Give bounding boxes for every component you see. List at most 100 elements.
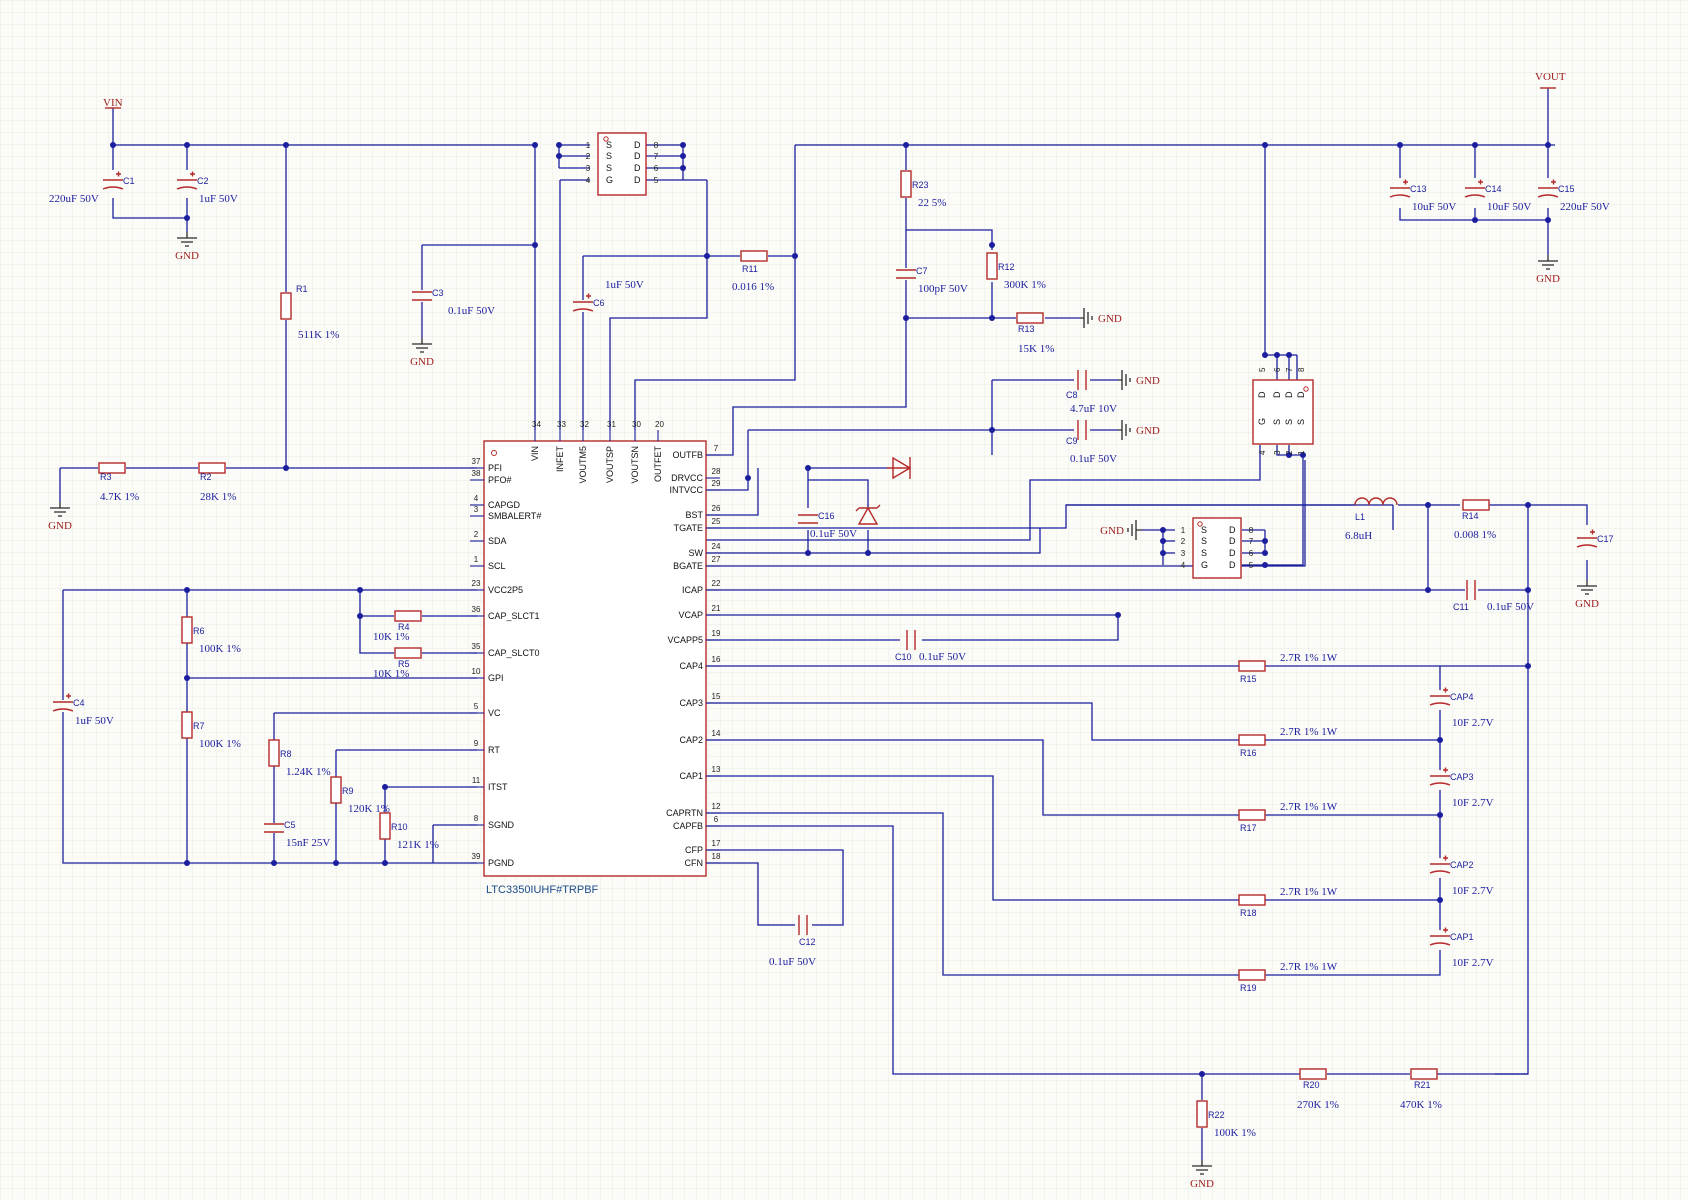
capacitor-c3[interactable]: C30.1uF 50V: [412, 288, 495, 317]
pin-name: S: [606, 151, 612, 161]
pin-name: CAP4: [679, 661, 703, 671]
pin-number: 3: [586, 164, 591, 173]
pin-number: 2: [474, 530, 479, 539]
zener-diode[interactable]: [855, 504, 881, 525]
pin-name: D: [1229, 548, 1236, 558]
resistor-value: 100K 1%: [199, 738, 241, 750]
pin-number: 15: [712, 692, 721, 701]
resistor-value: 4.7K 1%: [100, 491, 139, 503]
capacitor-c17[interactable]: C17: [1576, 529, 1614, 548]
resistor-ref: R9: [342, 786, 354, 796]
resistor-ref: R10: [391, 822, 408, 832]
pin-name: D: [1229, 525, 1236, 535]
capacitor-ref: C9: [1066, 436, 1078, 446]
resistor-r8[interactable]: R81.24K 1%: [268, 739, 331, 778]
resistor-value: 1.24K 1%: [286, 766, 331, 778]
pin-number: 18: [712, 852, 721, 861]
ground-symbol: GND: [1575, 580, 1599, 610]
pin-name: VOUTM5: [578, 446, 588, 484]
resistor-value: 2.7R 1% 1W: [1280, 652, 1338, 664]
pin-number: 22: [712, 579, 721, 588]
pin-number: 29: [712, 479, 721, 488]
pin-name: CFN: [685, 858, 704, 868]
gnd-label: GND: [48, 520, 72, 532]
pin-name: INTVCC: [670, 485, 704, 495]
pin-number: 8: [654, 141, 659, 150]
pin-number: 13: [712, 765, 721, 774]
svg-text:VOUT: VOUT: [1535, 71, 1566, 83]
capacitor-ref: C12: [799, 937, 816, 947]
capacitor-c8[interactable]: C84.7uF 10V: [1066, 370, 1117, 415]
pin-number: 3: [1273, 450, 1282, 455]
ic-ltc3350[interactable]: LTC3350IUHF#TRPBF 37PFI38PFO#4CAPGD3SMBA…: [470, 420, 721, 896]
pin-name: ICAP: [682, 585, 703, 595]
pin-name: S: [1272, 419, 1282, 425]
ground-symbol: GND: [1080, 308, 1122, 328]
pin-name: D: [1229, 536, 1236, 546]
pin-number: 7: [1249, 537, 1254, 546]
capacitor-value: 10F 2.7V: [1452, 957, 1494, 969]
pin-name: VIN: [530, 446, 540, 461]
pin-name: G: [1257, 418, 1267, 425]
pin-number: 5: [474, 702, 479, 711]
diode-d1[interactable]: [887, 456, 912, 480]
pin-number: 5: [654, 176, 659, 185]
resistor-ref: R19: [1240, 983, 1257, 993]
resistor-ref: R17: [1240, 823, 1257, 833]
inductor-l1[interactable]: [1354, 497, 1398, 506]
svg-text:VIN: VIN: [103, 97, 123, 109]
resistor-value: 470K 1%: [1400, 1099, 1442, 1111]
pin-number: 36: [472, 605, 481, 614]
pin-number: 27: [712, 555, 721, 564]
resistor-r3[interactable]: R34.7K 1%: [98, 462, 139, 503]
ground-symbol: GND: [1536, 255, 1560, 285]
gnd-label: GND: [1536, 273, 1560, 285]
pin-name: VCAPP5: [667, 635, 703, 645]
capacitor-c9[interactable]: C90.1uF 50V: [1066, 420, 1117, 465]
wires: [59, 88, 1588, 1160]
resistor-ref: R5: [398, 659, 410, 669]
capacitor-value: 10F 2.7V: [1452, 885, 1494, 897]
